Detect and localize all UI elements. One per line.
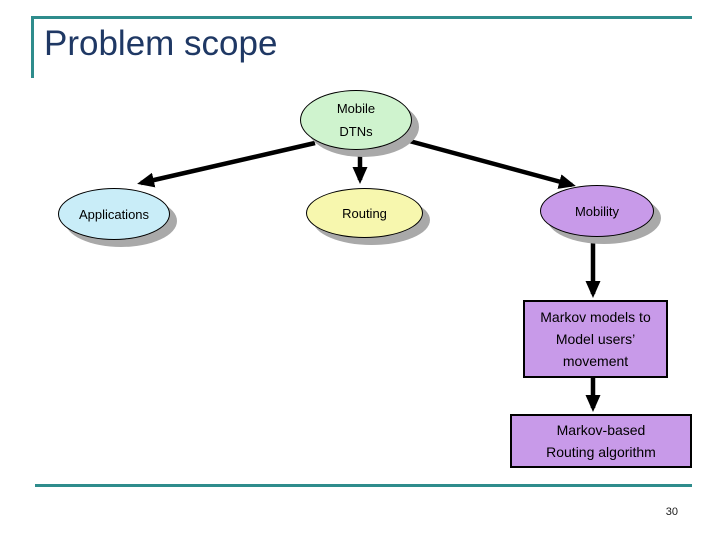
footer-rule (35, 484, 692, 487)
edge-root-to-applications (137, 140, 316, 188)
node-label: Routing (342, 205, 387, 221)
node-label: movement (562, 353, 629, 369)
node-label: Markov models to (540, 309, 651, 325)
node-markov-routing: Markov-based Routing algorithm (510, 414, 692, 468)
node-label: DTNs (339, 124, 373, 139)
node-label: Model users’ (555, 331, 636, 347)
node-label: Mobility (574, 203, 620, 219)
title-bracket-line (31, 16, 34, 78)
node-markov-models: Markov models to Model users’ movement (523, 300, 668, 378)
node-label: Applications (78, 206, 150, 222)
node-label: Mobile (336, 101, 376, 116)
node-mobility: Mobility (540, 185, 654, 237)
node-mobile-dtns: Mobile DTNs (300, 90, 412, 150)
node-applications: Applications (58, 188, 170, 240)
edge-root-to-mobility (401, 136, 576, 189)
header-rule (31, 16, 692, 19)
node-routing: Routing (306, 188, 423, 238)
page-number: 30 (665, 506, 678, 518)
slide-title: Problem scope (44, 24, 278, 63)
node-label: Routing algorithm (546, 444, 656, 460)
node-label: Markov-based (556, 422, 646, 438)
